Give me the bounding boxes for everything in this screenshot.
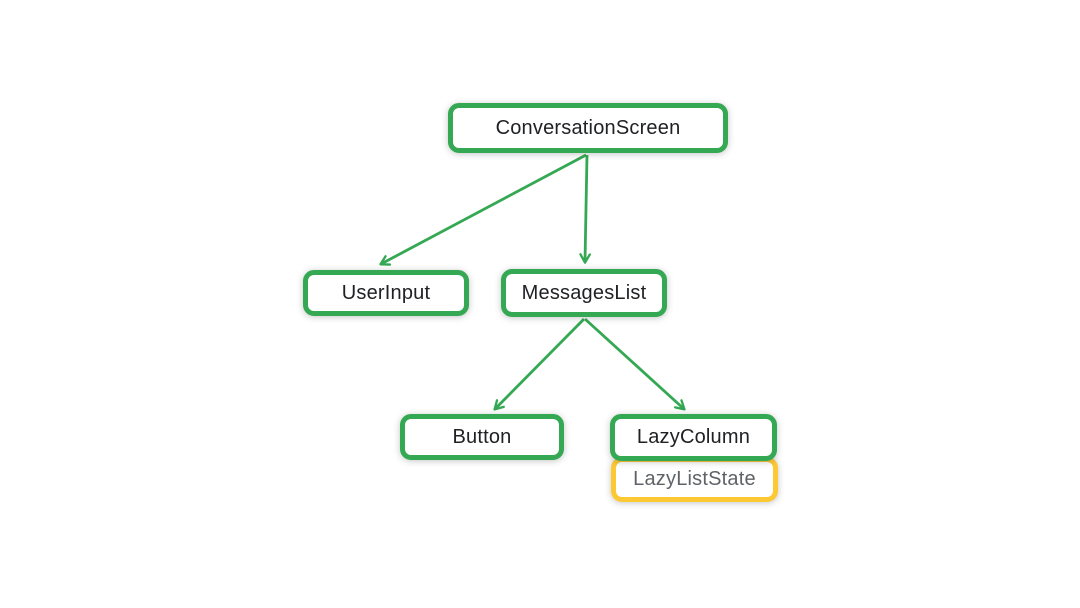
node-user-input: UserInput <box>303 270 469 316</box>
edge-conversationscreen-to-userinput <box>379 153 587 266</box>
node-user-input-label: UserInput <box>341 281 431 304</box>
node-lazy-list-state-label: LazyListState <box>633 468 756 490</box>
edge-messageslist-to-button <box>493 318 585 411</box>
node-button: Button <box>400 414 564 460</box>
node-lazy-column-label: LazyColumn <box>636 426 751 448</box>
edge-conversationscreen-to-messageslist <box>579 154 592 264</box>
node-button-label: Button <box>452 425 512 448</box>
node-messages-list: MessagesList <box>501 269 667 317</box>
node-conversation-screen: ConversationScreen <box>448 103 728 153</box>
node-messages-list-label: MessagesList <box>521 281 647 304</box>
node-lazy-list-state: LazyListState <box>611 457 778 502</box>
node-conversation-screen-label: ConversationScreen <box>495 116 681 139</box>
edge-messageslist-to-lazycolumn <box>584 317 686 411</box>
node-lazy-column: LazyColumn <box>610 414 777 461</box>
